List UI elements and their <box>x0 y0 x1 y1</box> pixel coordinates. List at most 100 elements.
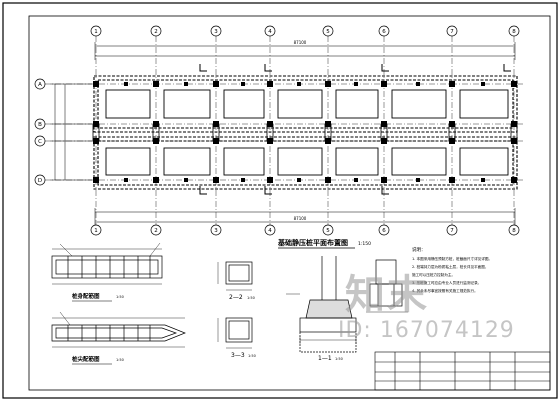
grid-bubble-top-6-circle <box>378 25 390 37</box>
pile-cap-30 <box>511 121 517 127</box>
grid-bubble-top-6: 6 <box>378 25 390 37</box>
grid-bubble-top-5-label: 5 <box>326 29 330 35</box>
watermark-id: ID: 167074129 <box>338 318 515 343</box>
section-3-scale: 1:50 <box>248 354 256 358</box>
pile-caps <box>93 81 517 183</box>
section-3-detail <box>217 317 253 349</box>
grid-bubble-bottom-7: 7 <box>446 224 458 236</box>
grid-bubble-left-D-label: D <box>38 178 42 184</box>
pile-cap-12 <box>213 177 219 183</box>
grid-bubble-top-7-label: 7 <box>450 29 454 35</box>
grid-bubble-bottom-6-label: 6 <box>382 228 386 234</box>
grid-bubble-bottom-3-circle <box>210 224 222 236</box>
grid-bubble-top-3: 3 <box>210 25 222 37</box>
grid-bubble-top-1: 1 <box>90 25 102 37</box>
pile-body-label: 桩身配筋图 <box>72 292 100 300</box>
pile-cap-46 <box>481 178 485 182</box>
title-block <box>374 351 551 391</box>
bay-10 <box>223 147 265 176</box>
bay-14 <box>459 147 509 176</box>
pile-cap-41 <box>354 82 358 86</box>
grid-bubble-bottom-4: 4 <box>264 224 276 236</box>
pile-cap-22 <box>381 121 387 127</box>
grid-bubble-top-3-label: 3 <box>214 29 218 35</box>
pile-cap-33 <box>124 82 128 86</box>
pile-cap-37 <box>241 82 245 86</box>
watermark-logo: 知末 <box>345 272 429 318</box>
pile-tip-scale: 1:50 <box>116 358 124 362</box>
left-dimensions <box>50 83 92 181</box>
pile-cap-1 <box>93 81 99 87</box>
bottom-dimensions <box>94 208 516 226</box>
notes-title: 说明： <box>412 246 426 253</box>
grid-bubble-bottom-1-label: 1 <box>94 228 98 234</box>
grid-bubble-top-8: 8 <box>508 25 520 37</box>
grid-bubble-top-7-circle <box>446 25 458 37</box>
section-markers <box>199 64 511 195</box>
pile-cap-13 <box>267 81 273 87</box>
pile-cap-7 <box>153 138 159 144</box>
section-1-scale: 1:50 <box>335 357 343 361</box>
grid-bubble-top-7: 7 <box>446 25 458 37</box>
pile-cap-39 <box>297 82 301 86</box>
grid-bubble-bottom-3-label: 3 <box>214 228 218 234</box>
grid-bubble-bottom-4-circle <box>264 224 276 236</box>
note-line-1: 1. 本图采用静压预制方桩，桩截面尺寸详见详图。 <box>412 256 492 261</box>
pile-cap-35 <box>184 82 188 86</box>
pile-cap-14 <box>267 121 273 127</box>
grid-bubble-bottom-1-circle <box>90 224 102 236</box>
top-dimensions <box>94 42 516 60</box>
bay-3 <box>223 89 265 119</box>
grid-bubble-bottom-5-circle <box>322 224 334 236</box>
grid-bubble-top-5: 5 <box>322 25 334 37</box>
section-2-scale: 1:50 <box>247 296 255 300</box>
grid-bubble-bottom-4-label: 4 <box>268 228 272 234</box>
pile-cap-21 <box>381 81 387 87</box>
pile-cap-15 <box>267 138 273 144</box>
grid-bubble-top-4-label: 4 <box>268 29 272 35</box>
grid-bubble-left-A: A <box>34 78 46 90</box>
pile-cap-42 <box>354 178 358 182</box>
pile-cap-25 <box>449 81 455 87</box>
foundation-beams <box>93 75 518 190</box>
grid-bubble-bottom-1: 1 <box>90 224 102 236</box>
grid-bubble-bottom-7-label: 7 <box>450 228 454 234</box>
grid-bubble-top-3-circle <box>210 25 222 37</box>
pile-cap-detail <box>366 259 408 313</box>
pile-cap-9 <box>213 81 219 87</box>
pile-cap-8 <box>153 177 159 183</box>
bay-1 <box>105 89 151 119</box>
dim-total-bottom: 87100 <box>294 216 307 221</box>
pile-cap-17 <box>325 81 331 87</box>
bay-7 <box>459 89 509 119</box>
bay-12 <box>335 147 379 176</box>
grid-bubble-left-B-label: B <box>38 122 42 128</box>
pile-cap-20 <box>325 177 331 183</box>
grid-bubble-left-D-circle <box>34 174 46 186</box>
section-2-detail <box>217 261 253 291</box>
section-3-label: 3—3 <box>231 352 245 359</box>
pile-cap-32 <box>511 177 517 183</box>
pile-cap-34 <box>124 178 128 182</box>
grid-bubble-bottom-8: 8 <box>508 224 520 236</box>
pile-cap-18 <box>325 121 331 127</box>
note-line-5: 4. 其余未尽事宜按照有关施工规范执行。 <box>412 288 478 293</box>
grid-bubble-top-8-circle <box>508 25 520 37</box>
pile-cap-19 <box>325 138 331 144</box>
grid-bubble-top-1-circle <box>90 25 102 37</box>
grid-bubble-bottom-8-circle <box>508 224 520 236</box>
pile-cap-3 <box>93 138 99 144</box>
pile-cap-44 <box>416 178 420 182</box>
bay-9 <box>163 147 211 176</box>
pile-cap-38 <box>241 178 245 182</box>
pile-cap-10 <box>213 121 219 127</box>
grid-bubble-top-1-label: 1 <box>94 29 98 35</box>
pile-body-scale: 1:50 <box>116 295 124 299</box>
pile-cap-26 <box>449 121 455 127</box>
grid-bubble-bottom-5-label: 5 <box>326 228 330 234</box>
section-2-label: 2—2 <box>229 294 243 301</box>
pile-cap-23 <box>381 138 387 144</box>
grid-bubble-bottom-6-circle <box>378 224 390 236</box>
